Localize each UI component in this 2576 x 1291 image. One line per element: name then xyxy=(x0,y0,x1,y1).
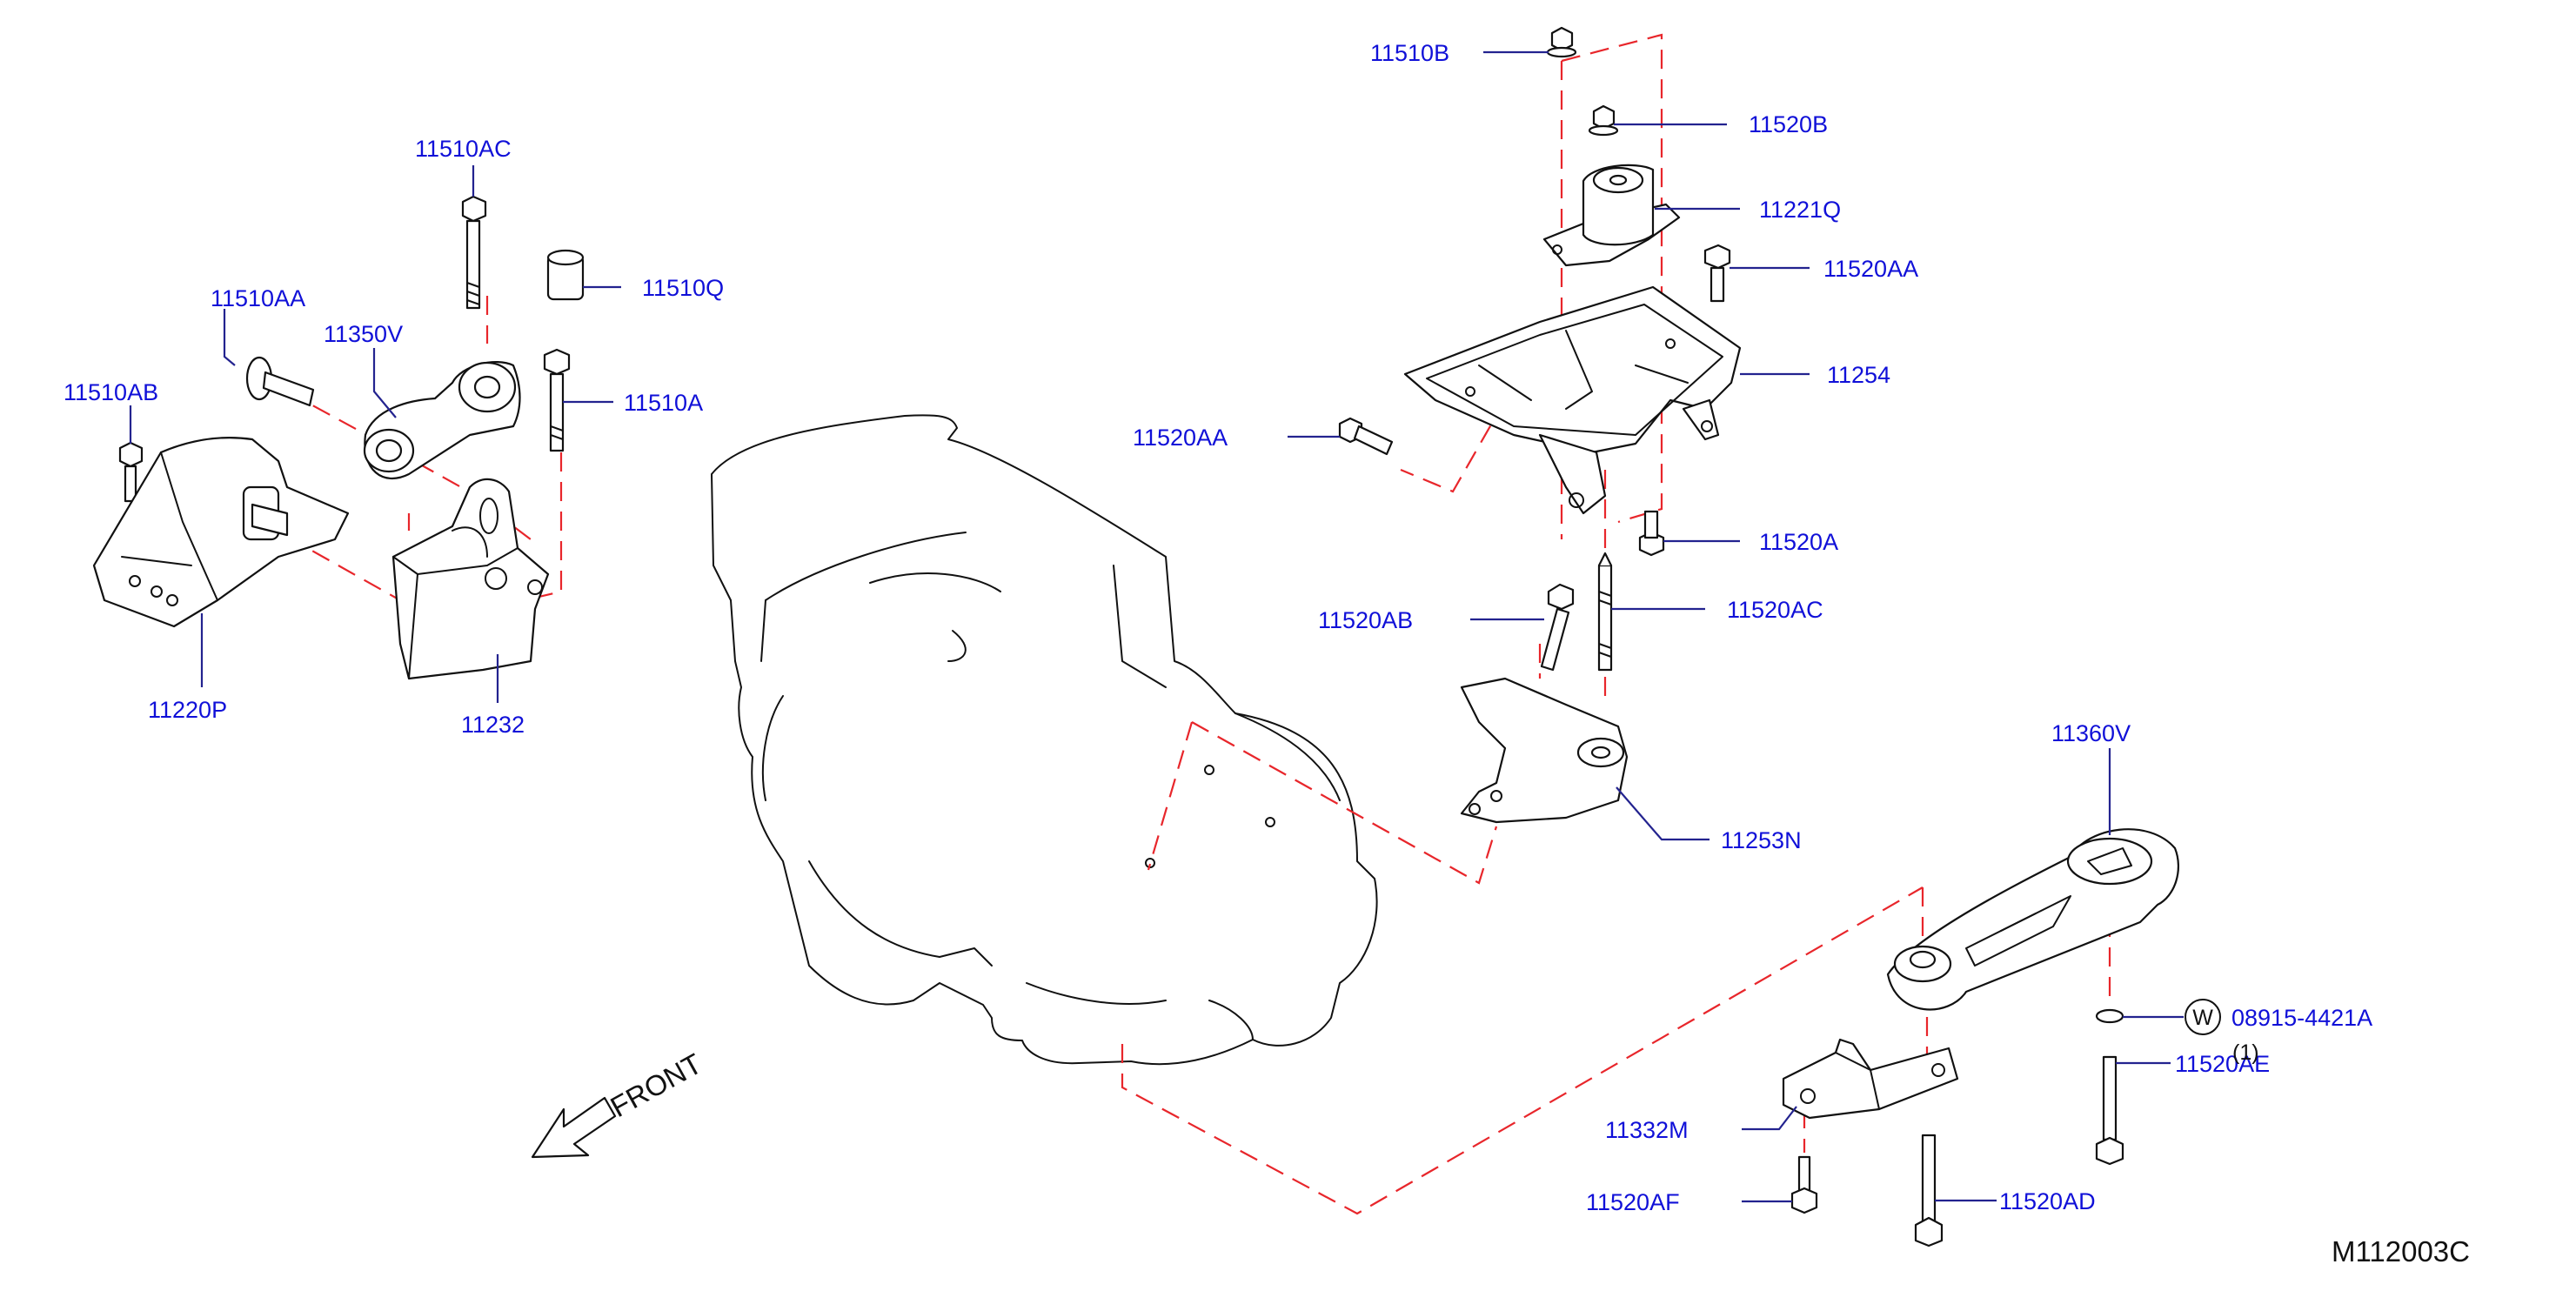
label-11520b: 11520B xyxy=(1749,111,1828,137)
nut-11520b xyxy=(1588,104,1619,137)
washer-08915-4421a xyxy=(2095,999,2221,1035)
nut-11510b xyxy=(1546,26,1577,58)
label-11510ac: 11510AC xyxy=(415,136,512,162)
label-11510b: 11510B xyxy=(1370,40,1449,66)
engine-block xyxy=(711,414,1378,1066)
front-label: FRONT xyxy=(605,1047,706,1123)
label-11360v: 11360V xyxy=(2051,720,2131,746)
front-arrow xyxy=(531,1096,617,1159)
label-11510ab: 11510AB xyxy=(64,379,158,405)
label-11520ad: 11520AD xyxy=(1999,1188,2096,1214)
label-11520aa-lower: 11520AA xyxy=(1133,425,1228,451)
stud-11520ac xyxy=(1597,552,1613,672)
leader-lines xyxy=(129,50,2184,1203)
engine-mount-11220p xyxy=(92,437,350,628)
washer-symbol: W xyxy=(2192,1006,2213,1030)
label-11510q: 11510Q xyxy=(642,275,724,301)
bracket-11253n xyxy=(1460,677,1629,824)
insulator-11221q xyxy=(1542,164,1681,267)
bracket-11254 xyxy=(1403,285,1742,515)
label-11520aa-upper: 11520AA xyxy=(1823,256,1918,282)
label-11253n: 11253N xyxy=(1721,827,1802,853)
bolt-11520a xyxy=(1638,510,1665,557)
label-11350v: 11350V xyxy=(324,321,403,347)
label-11232: 11232 xyxy=(461,712,525,738)
bolt-11510ac xyxy=(461,195,487,310)
bolt-11520aa-upper xyxy=(1703,244,1731,303)
label-11520a: 11520A xyxy=(1759,529,1838,555)
bolt-11520ae xyxy=(2095,1055,2124,1166)
label-11520ae: 11520AE xyxy=(2175,1051,2270,1077)
bolt-11510a xyxy=(543,348,571,452)
bracket-11332m xyxy=(1782,1038,1959,1120)
stopper-11510q xyxy=(546,249,585,301)
label-11520ab: 11520AB xyxy=(1318,607,1413,633)
label-11220p: 11220P xyxy=(148,697,227,723)
torque-rod-11360v xyxy=(1886,828,2179,1011)
torque-rod-11350v xyxy=(363,361,521,479)
bolt-11520af xyxy=(1790,1155,1818,1214)
label-11520af: 11520AF xyxy=(1586,1189,1680,1215)
bolt-11520ad xyxy=(1914,1134,1944,1248)
diagram-reference: M112003C xyxy=(2332,1235,2470,1268)
label-11510a: 11510A xyxy=(624,390,703,416)
bolt-11510aa xyxy=(245,356,315,407)
part-labels: 11510AC 11510AA 11350V 11510Q 11510AB 11… xyxy=(64,40,2372,1215)
quantity-note: (1) xyxy=(2232,1040,2259,1065)
bolt-11510ab xyxy=(118,441,144,503)
label-11520ac: 11520AC xyxy=(1727,597,1823,623)
label-11221q: 11221Q xyxy=(1759,197,1841,223)
label-11332m: 11332M xyxy=(1605,1117,1689,1143)
label-08915-4421a: 08915-4421A xyxy=(2231,1005,2372,1031)
bolt-11520ab xyxy=(1540,583,1575,672)
label-11510aa: 11510AA xyxy=(211,285,305,311)
bracket-11232 xyxy=(391,478,550,680)
bolt-11520aa-lower xyxy=(1338,417,1394,456)
label-11254: 11254 xyxy=(1827,362,1890,388)
